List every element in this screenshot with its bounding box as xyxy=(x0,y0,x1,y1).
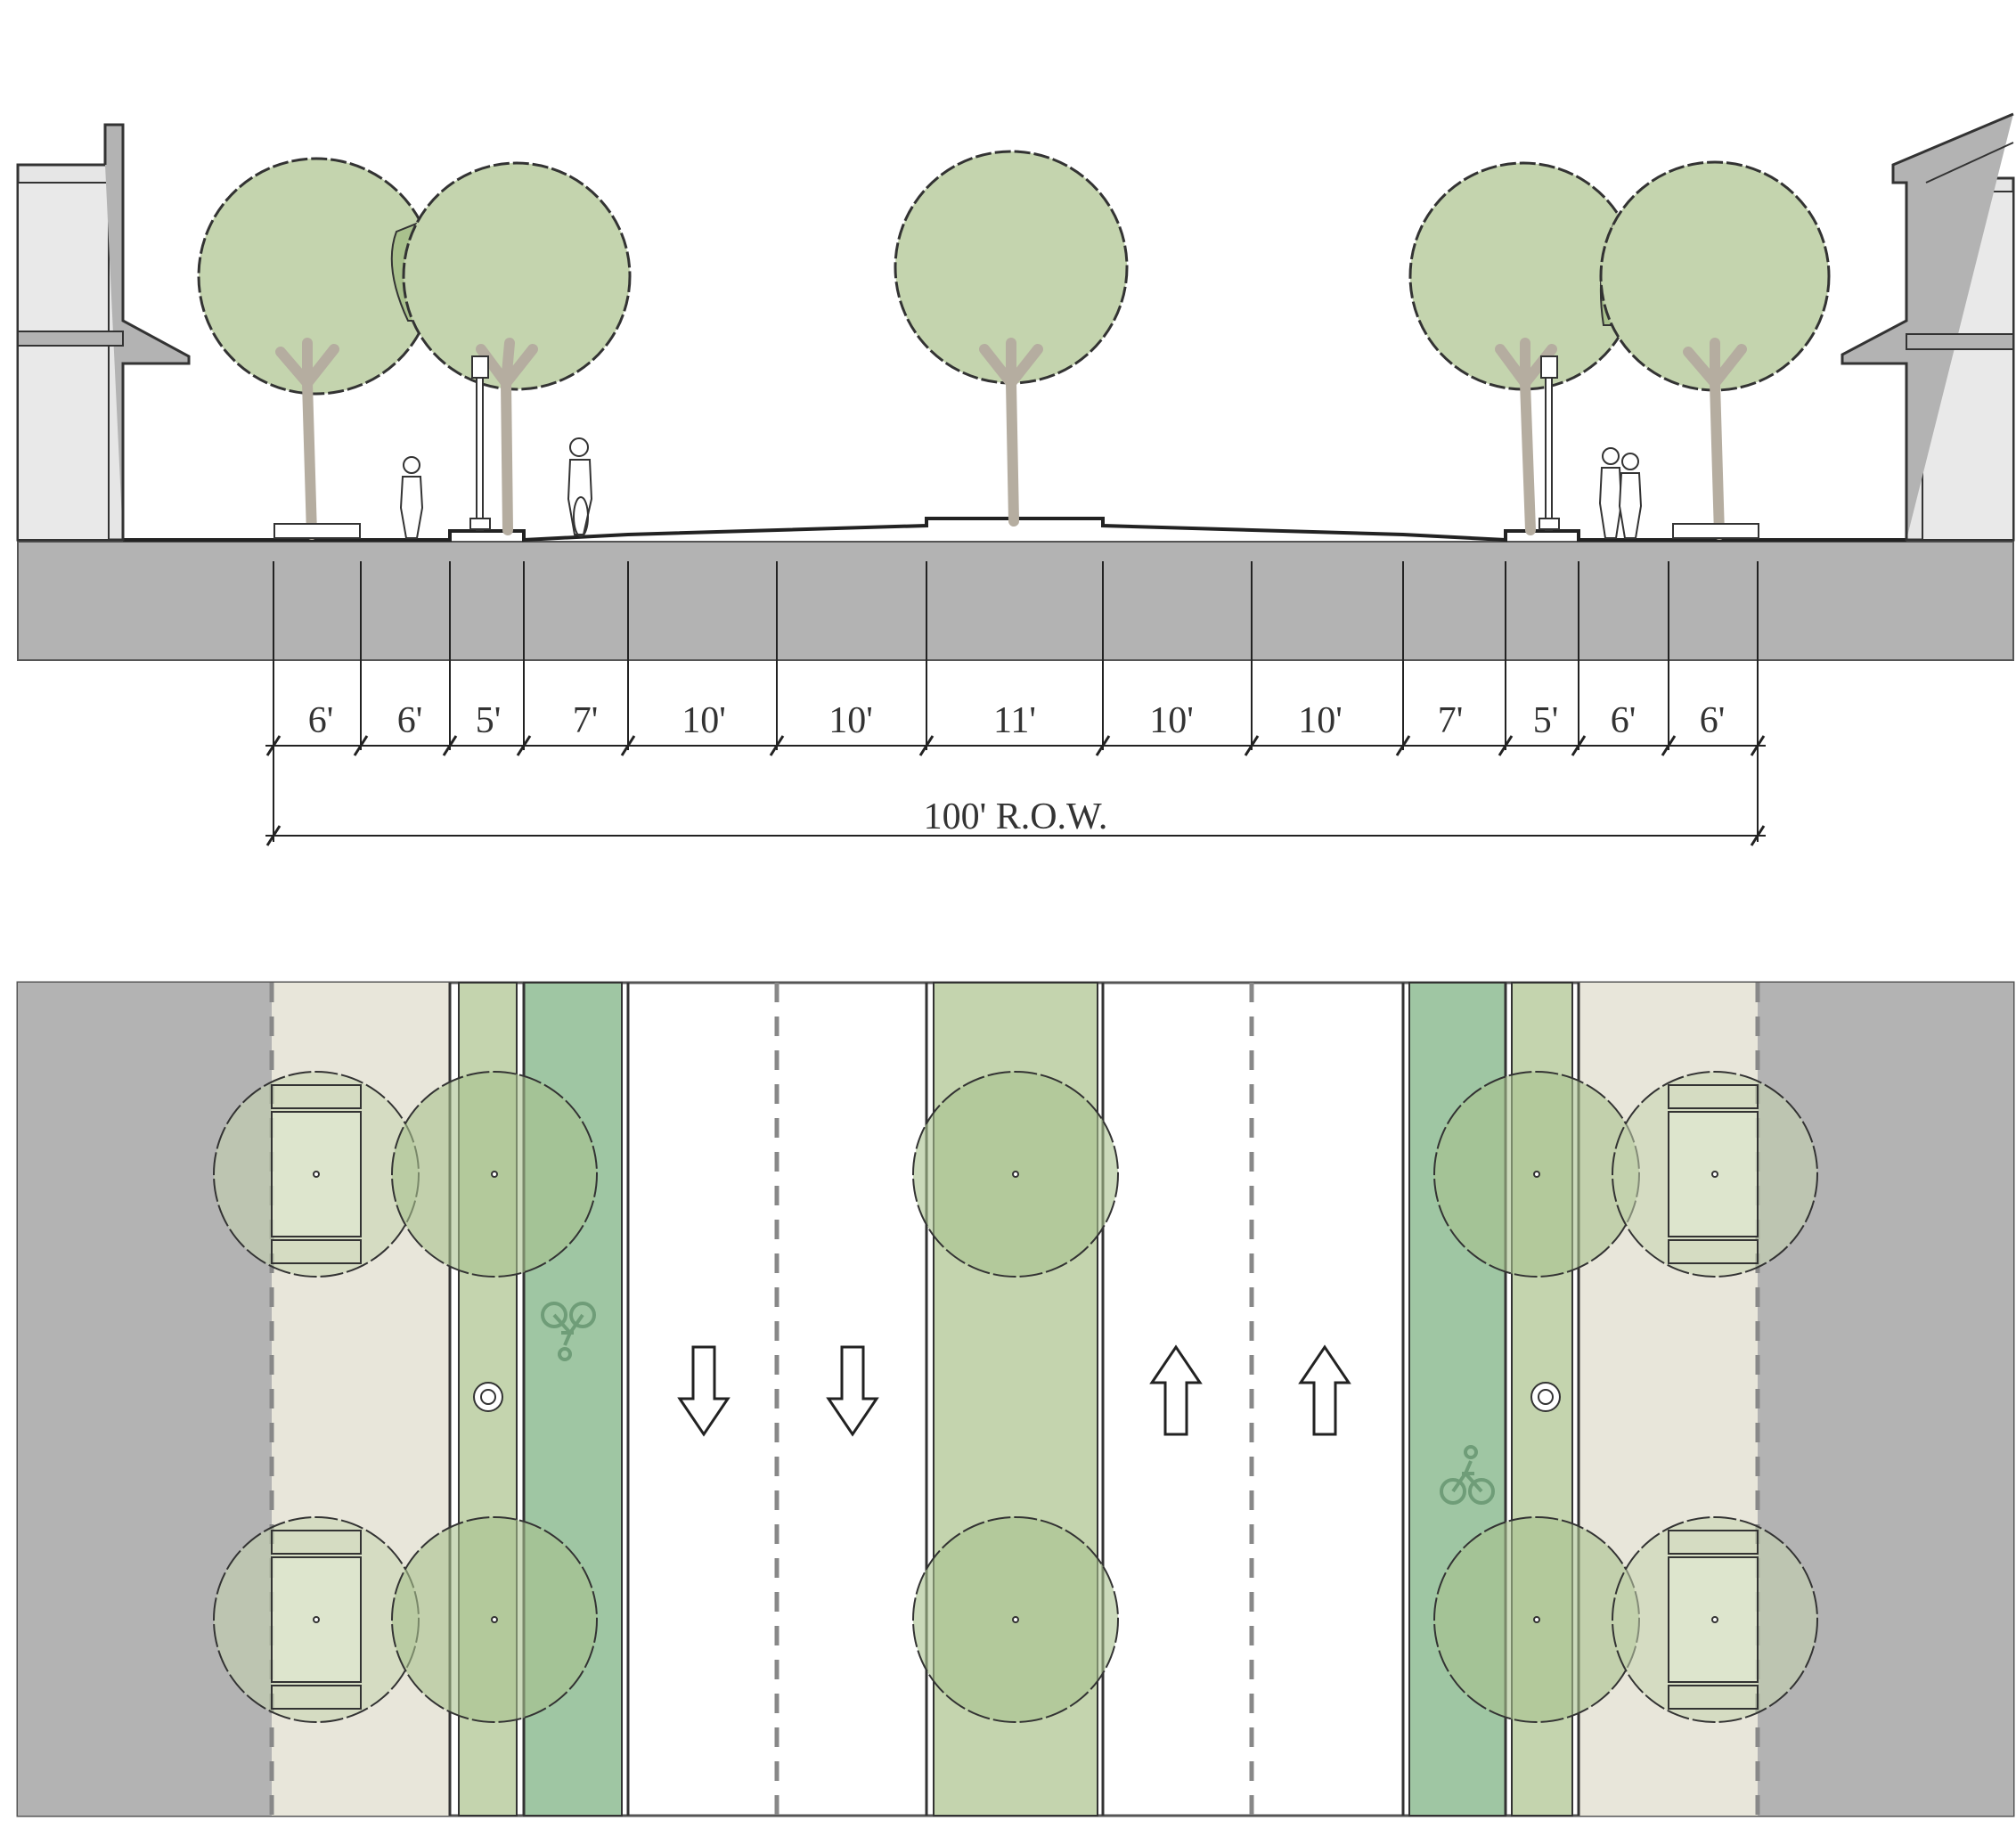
dim-label: 10' xyxy=(1298,700,1343,741)
section-tree-5 xyxy=(1599,160,1831,540)
light-pole-left xyxy=(473,1382,503,1412)
lane-arrow-down-2 xyxy=(826,1345,879,1437)
dimension-slashes xyxy=(265,735,1766,846)
pedestrian-left xyxy=(399,456,424,539)
dim-label: 11' xyxy=(993,700,1036,741)
street-light-right xyxy=(1539,355,1560,531)
dim-label: 10' xyxy=(682,700,726,741)
ground-band xyxy=(17,541,2014,661)
dim-label: 7' xyxy=(573,700,599,741)
dim-label: 10' xyxy=(1149,700,1194,741)
tree-grates xyxy=(271,1111,1759,1683)
left-building xyxy=(16,123,191,542)
section-tree-1 xyxy=(197,157,436,540)
street-light-left xyxy=(469,355,491,531)
dim-label: 6' xyxy=(397,700,423,741)
lane-arrow-up-1 xyxy=(1149,1344,1203,1436)
section-tree-2 xyxy=(390,161,632,535)
dim-label: 5' xyxy=(1533,700,1559,741)
plan-view xyxy=(16,981,2015,1817)
section-view: 6' 6' 5' 7' 10' 10' 11' 10' 10' 7' 5' 6'… xyxy=(16,112,2015,846)
dimension-labels: 6' 6' 5' 7' 10' 10' 11' 10' 10' 7' 5' 6'… xyxy=(308,700,1726,741)
lane-arrow-up-2 xyxy=(1298,1344,1351,1436)
bench-slats xyxy=(271,1084,1759,1710)
trunk-dots xyxy=(313,1171,1718,1623)
dimension-ticks xyxy=(265,561,1766,842)
frontage-left xyxy=(18,983,272,1816)
section-tree-median xyxy=(894,150,1129,527)
dim-label: 5' xyxy=(476,700,502,741)
cyclist-left xyxy=(567,437,593,537)
dim-label: 7' xyxy=(1438,700,1464,741)
dim-label: 6' xyxy=(1700,700,1726,741)
dim-label: 10' xyxy=(828,700,873,741)
right-building xyxy=(1841,112,2015,542)
lane-arrow-down-1 xyxy=(677,1345,730,1437)
row-width-label: 100' R.O.W. xyxy=(924,796,1108,837)
dim-label: 6' xyxy=(308,700,334,741)
dim-label: 6' xyxy=(1611,700,1636,741)
pedestrians-right xyxy=(1598,447,1643,539)
light-pole-right xyxy=(1530,1382,1561,1412)
frontage-right xyxy=(1758,983,2013,1816)
